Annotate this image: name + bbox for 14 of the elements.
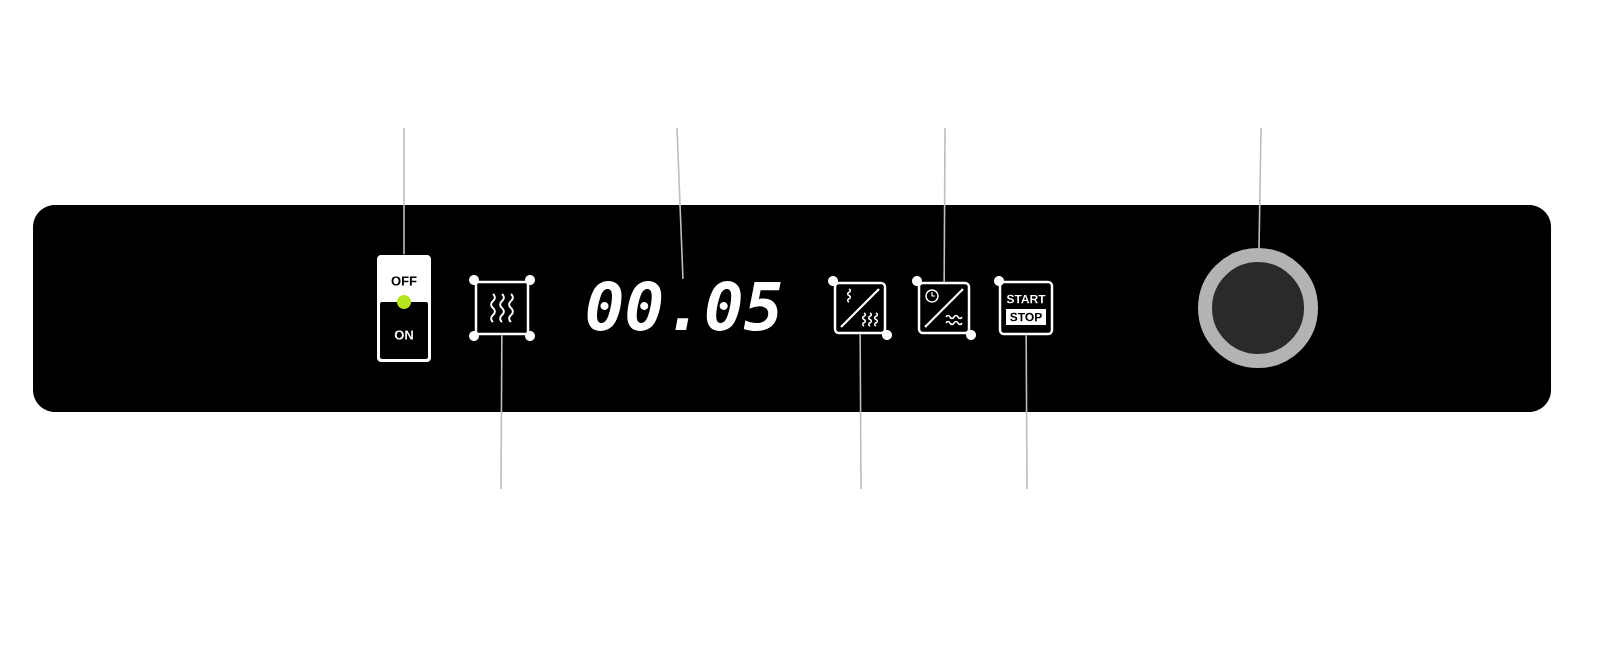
leader-line — [403, 127, 405, 256]
probe-heating-icon — [828, 276, 892, 340]
start-stop-button: START STOP — [994, 276, 1054, 336]
leader-line — [859, 333, 862, 490]
heating-icon — [469, 275, 535, 341]
control-knob — [1198, 248, 1318, 368]
leader-line — [1025, 334, 1028, 490]
timer-icon — [912, 276, 976, 340]
leader-line — [676, 127, 684, 280]
leader-line — [943, 127, 946, 283]
digital-display: 00.05 — [587, 281, 781, 331]
rocker-switch: OFF ON — [377, 255, 431, 362]
leader-line — [1258, 127, 1262, 249]
leader-line — [500, 334, 503, 490]
